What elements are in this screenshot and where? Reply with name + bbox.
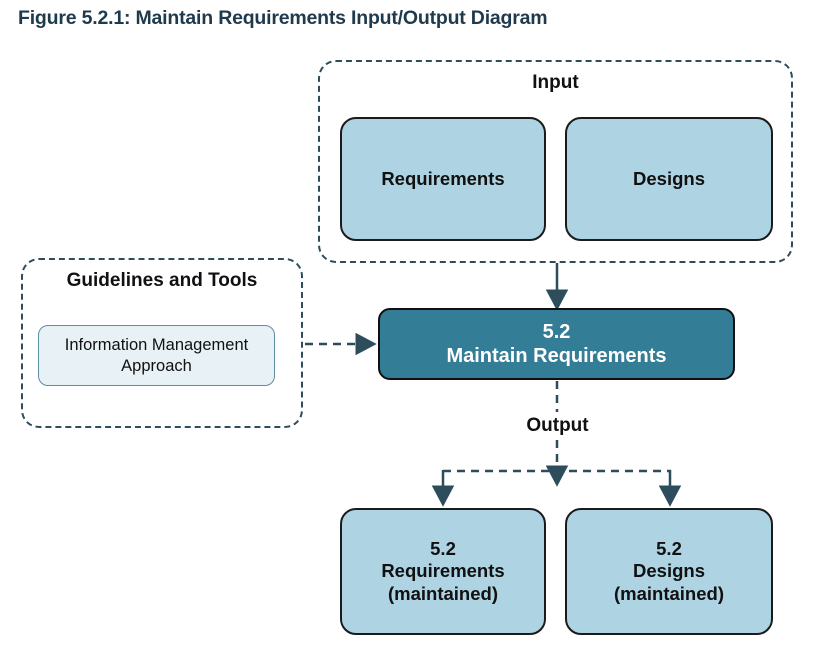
input-box-designs[interactable]: Designs	[565, 117, 773, 241]
process-box-maintain-requirements[interactable]: 5.2 Maintain Requirements	[378, 308, 735, 380]
process-name: Maintain Requirements	[446, 345, 667, 367]
input-box-designs-label: Designs	[633, 167, 705, 189]
guidelines-and-tools-group	[21, 258, 303, 428]
input-group	[318, 60, 793, 263]
figure-title: Figure 5.2.1: Maintain Requirements Inpu…	[18, 7, 548, 29]
input-box-requirements-label: Requirements	[381, 167, 505, 189]
guideline-box-information-management-approach[interactable]: Information Management Approach	[38, 325, 275, 386]
guidelines-group-label: Guidelines and Tools	[66, 270, 258, 291]
input-group-label: Input	[532, 72, 579, 93]
guideline-box-label: Information Management Approach	[64, 335, 249, 375]
input-box-requirements[interactable]: Requirements	[340, 117, 546, 241]
output-group-label: Output	[470, 415, 645, 437]
process-number: 5.2	[542, 321, 571, 343]
output-box-requirements-qualifier: (maintained)	[388, 582, 498, 604]
output-box-requirements-number: 5.2	[430, 537, 456, 559]
output-box-designs-name: Designs	[633, 560, 705, 582]
output-box-designs[interactable]: 5.2 Designs (maintained)	[565, 508, 773, 635]
connector-output-bus	[431, 469, 682, 507]
output-box-requirements-name: Requirements	[381, 560, 505, 582]
output-box-requirements[interactable]: 5.2 Requirements (maintained)	[340, 508, 546, 635]
output-box-designs-number: 5.2	[656, 537, 682, 559]
output-box-designs-qualifier: (maintained)	[614, 582, 724, 604]
